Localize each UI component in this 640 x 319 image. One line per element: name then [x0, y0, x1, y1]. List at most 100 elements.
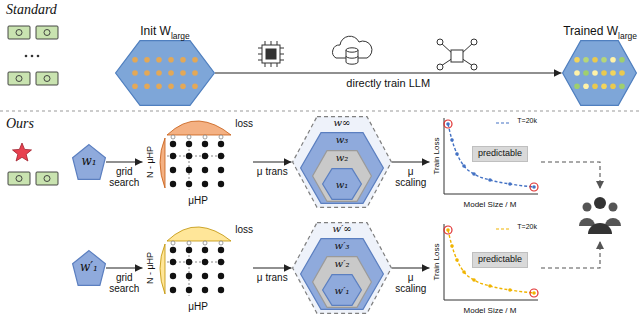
hp-grid-search-graphic — [170, 259, 176, 265]
model-hexagon: w₂ w₁ — [312, 150, 372, 202]
gpu-icon — [266, 49, 276, 59]
node-text: w₂ — [336, 152, 349, 163]
loss-chart: Train LossModel Size / MT=20kpredictable — [430, 116, 540, 210]
hp-grid-search-graphic — [160, 138, 165, 188]
trained-model-hexagon-outline — [562, 40, 637, 106]
money-icon — [8, 72, 30, 85]
init-model-hexagon: Init Wlarge — [115, 40, 215, 106]
node-text: w₁ — [336, 179, 349, 190]
flow-arrow — [392, 267, 430, 268]
model-hexagon-graphic — [301, 239, 384, 310]
node-text: w₃ — [336, 134, 349, 145]
hp-grid-search-graphic — [186, 141, 192, 147]
loss-chart-graphic — [462, 270, 466, 274]
hp-grid-search-graphic — [186, 247, 192, 253]
hp-grid-search-graphic — [186, 273, 192, 279]
trained-model-hexagon-graphic — [583, 83, 589, 89]
trained-model-hexagon-graphic — [619, 83, 625, 89]
loss-chart-outline — [430, 116, 540, 210]
width-limit-hexagon: w′∞w′₃w′₂w′₁ — [292, 222, 392, 314]
network-icon — [437, 39, 443, 45]
loss-chart-graphic — [532, 185, 536, 189]
money-icon — [36, 26, 58, 39]
init-model-hexagon-graphic — [192, 83, 198, 89]
node-text: μHP — [188, 195, 208, 206]
node-text: Model Size / M — [464, 201, 517, 210]
hp-grid-search-graphic — [202, 287, 208, 293]
trained-model-hexagon-graphic — [610, 83, 616, 89]
subscript: large — [171, 31, 190, 41]
loss-chart-graphic — [450, 244, 454, 248]
people-icon — [579, 218, 595, 226]
hp-grid-search-graphic — [170, 153, 176, 159]
loss-chart-outline — [430, 222, 540, 316]
model-hexagon-graphic — [301, 133, 384, 204]
cloud-database-icon — [333, 36, 372, 64]
money-icon — [36, 172, 58, 185]
loss-chart-graphic — [496, 122, 510, 123]
ellipsis-dots — [31, 55, 34, 58]
hp-grid-search-graphic — [203, 241, 207, 245]
node-text: w₁ — [81, 155, 96, 168]
money-icon — [8, 26, 58, 85]
loss-chart-graphic — [444, 118, 538, 194]
node-text: N - μHP — [146, 252, 156, 284]
trained-model-hexagon-graphic — [563, 41, 637, 106]
hp-grid-search-graphic — [202, 259, 208, 265]
trained-model-hexagon-graphic — [583, 70, 589, 76]
money-icon — [36, 72, 58, 85]
trained-model-hexagon-graphic — [610, 57, 616, 63]
node-text: loss — [235, 118, 253, 129]
init-model-hexagon-graphic — [144, 70, 150, 76]
model-hexagon-graphic — [323, 169, 362, 200]
network-icon — [471, 64, 477, 70]
ellipsis-dots — [37, 55, 40, 58]
init-model-hexagon-graphic — [168, 83, 174, 89]
network-icon — [437, 39, 477, 70]
node-text: w′∞ — [332, 223, 351, 234]
init-model-hexagon-graphic — [180, 83, 186, 89]
init-model-hexagon-graphic — [144, 83, 150, 89]
cloud-database-icon — [346, 56, 358, 58]
hp-grid-search-graphic — [202, 141, 208, 147]
model-hexagon-graphic — [323, 275, 362, 306]
row-title: Ours — [6, 116, 34, 131]
loss-chart-graphic — [508, 288, 512, 292]
hp-grid-search-outline — [143, 224, 253, 312]
hp-grid-search-graphic — [218, 287, 224, 293]
node-text: predictable — [478, 255, 522, 265]
loss-chart-graphic — [530, 183, 538, 191]
predictable-box: predictable — [472, 146, 528, 162]
node-text: w′₂ — [335, 258, 350, 269]
money-icon — [16, 76, 22, 82]
loss-chart-graphic — [448, 124, 534, 187]
hp-grid-search: lossN - μHPμHP — [143, 118, 253, 206]
node-text: w∞ — [334, 117, 351, 128]
init-model-hexagon-graphic — [132, 70, 138, 76]
loss-chart-graphic — [488, 178, 492, 182]
hp-grid-search-graphic — [170, 287, 176, 293]
hp-grid-search-graphic — [160, 244, 165, 294]
hp-grid-search-graphic — [218, 141, 224, 147]
money-icon — [44, 76, 50, 82]
trained-model-hexagon-graphic — [592, 70, 598, 76]
gpu-icon — [262, 45, 280, 63]
init-model-hexagon-graphic — [180, 57, 186, 63]
subscript: large — [618, 31, 637, 41]
hp-grid-search-graphic — [218, 181, 224, 187]
hp-grid-search-graphic — [167, 243, 227, 296]
small-model-pentagon: w′₁ — [72, 250, 106, 286]
init-model-hexagon-graphic — [116, 41, 215, 106]
node-text: w′₁ — [335, 285, 350, 296]
loss-chart-graphic — [444, 224, 538, 300]
init-model-hexagon-graphic — [180, 70, 186, 76]
loss-chart-graphic — [450, 138, 454, 142]
hp-grid-search-graphic — [203, 135, 207, 139]
hp-grid-search: lossN - μHPμHP — [143, 224, 253, 312]
people-icon — [605, 218, 621, 226]
loss-chart-graphic — [455, 152, 459, 156]
hp-grid-search-graphic — [167, 121, 231, 135]
hp-grid-search-graphic — [202, 181, 208, 187]
